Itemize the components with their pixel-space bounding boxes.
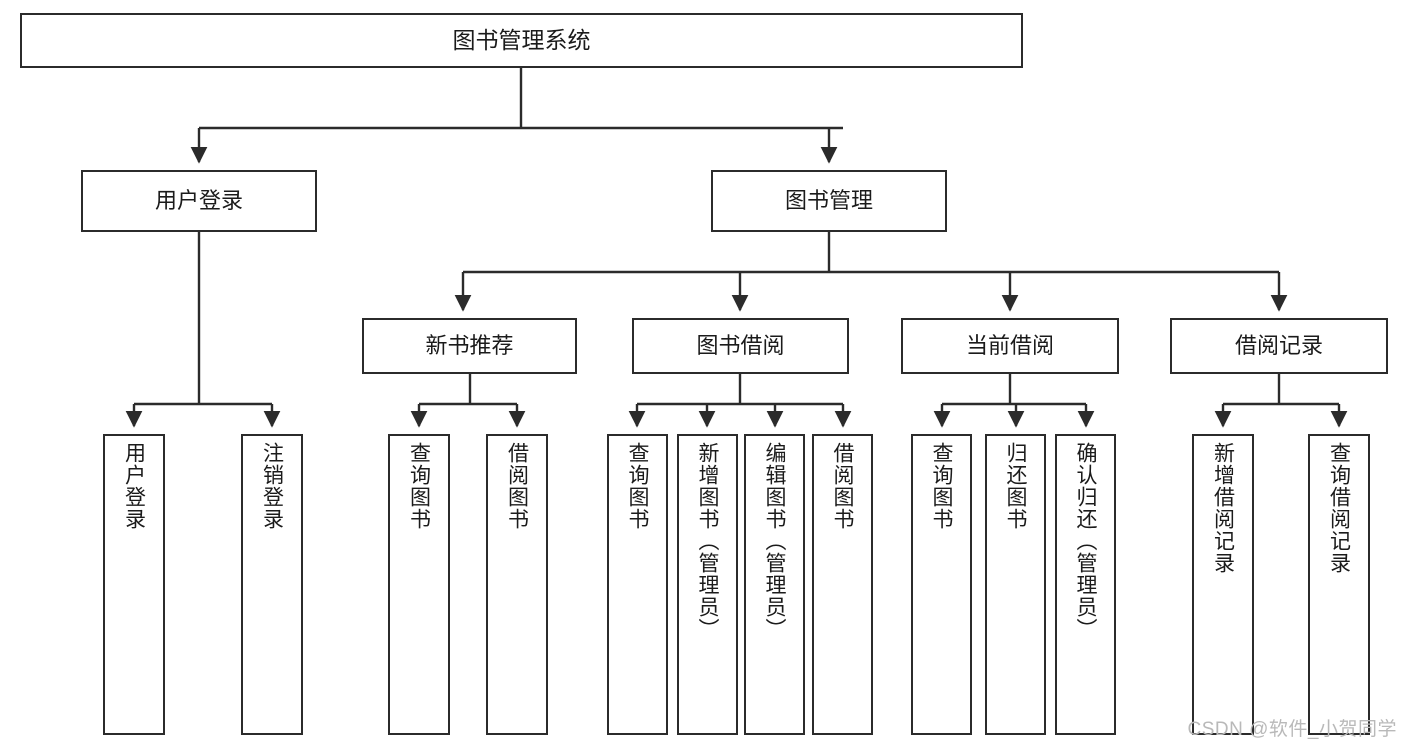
leaf-cur-query[interactable]: 查询图书 (911, 434, 972, 735)
leaf-rec-query-label: 查询图书 (407, 442, 431, 530)
node-book-borrow[interactable]: 图书借阅 (632, 318, 849, 374)
leaf-cur-query-label: 查询图书 (930, 442, 953, 530)
leaf-user-login-label: 用户登录 (122, 442, 146, 530)
leaf-borrow-edit[interactable]: 编辑图书（管理员） (744, 434, 805, 735)
leaf-borrow-lend-label: 借阅图书 (831, 442, 854, 530)
leaf-rec-borrow[interactable]: 借阅图书 (486, 434, 548, 735)
node-book-manage[interactable]: 图书管理 (711, 170, 947, 232)
node-root-label: 图书管理系统 (452, 26, 591, 53)
leaf-borrow-add-label: 新增图书（管理员） (696, 442, 719, 640)
leaf-borrow-query[interactable]: 查询图书 (607, 434, 668, 735)
node-new-book-rec[interactable]: 新书推荐 (362, 318, 577, 374)
leaf-rec-add[interactable]: 新增借阅记录 (1192, 434, 1254, 735)
node-current-borrow[interactable]: 当前借阅 (901, 318, 1119, 374)
node-book-borrow-label: 图书借阅 (696, 333, 785, 359)
node-user-login-label: 用户登录 (154, 188, 243, 214)
node-root[interactable]: 图书管理系统 (20, 13, 1023, 68)
leaf-cur-return-label: 归还图书 (1004, 442, 1027, 530)
leaf-rec-query2[interactable]: 查询借阅记录 (1308, 434, 1370, 735)
leaf-borrow-query-label: 查询图书 (626, 442, 649, 530)
leaf-user-logout[interactable]: 注销登录 (241, 434, 303, 735)
leaf-cur-confirm-label: 确认归还（管理员） (1074, 442, 1097, 640)
node-borrow-record-label: 借阅记录 (1234, 333, 1323, 359)
leaf-cur-return[interactable]: 归还图书 (985, 434, 1046, 735)
leaf-borrow-add[interactable]: 新增图书（管理员） (677, 434, 738, 735)
node-new-book-rec-label: 新书推荐 (425, 333, 514, 359)
node-book-manage-label: 图书管理 (784, 188, 873, 214)
leaf-user-login[interactable]: 用户登录 (103, 434, 165, 735)
node-borrow-record[interactable]: 借阅记录 (1170, 318, 1388, 374)
leaf-borrow-edit-label: 编辑图书（管理员） (763, 442, 786, 640)
leaf-rec-query2-label: 查询借阅记录 (1327, 442, 1351, 574)
leaf-rec-query[interactable]: 查询图书 (388, 434, 450, 735)
node-current-borrow-label: 当前借阅 (965, 333, 1054, 359)
leaf-borrow-lend[interactable]: 借阅图书 (812, 434, 873, 735)
node-user-login[interactable]: 用户登录 (81, 170, 317, 232)
leaf-rec-add-label: 新增借阅记录 (1211, 442, 1235, 574)
leaf-user-logout-label: 注销登录 (260, 442, 284, 530)
leaf-rec-borrow-label: 借阅图书 (505, 442, 529, 530)
leaf-cur-confirm[interactable]: 确认归还（管理员） (1055, 434, 1116, 735)
csdn-watermark: CSDN @软件_小贺同学 (1187, 719, 1397, 740)
